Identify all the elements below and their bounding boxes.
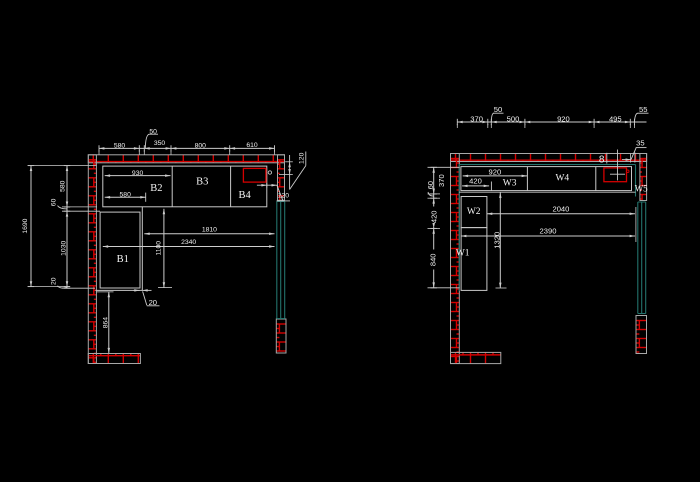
svg-text:420: 420 xyxy=(430,210,439,223)
svg-text:840: 840 xyxy=(428,253,437,266)
svg-text:1690: 1690 xyxy=(22,218,29,233)
svg-text:800: 800 xyxy=(195,143,207,150)
svg-text:864: 864 xyxy=(102,317,109,329)
svg-text:580: 580 xyxy=(114,143,126,150)
svg-text:920: 920 xyxy=(557,114,570,123)
svg-text:2340: 2340 xyxy=(181,239,196,246)
svg-text:580: 580 xyxy=(59,180,66,192)
svg-text:50: 50 xyxy=(494,105,502,114)
svg-text:120: 120 xyxy=(298,152,305,164)
svg-text:2390: 2390 xyxy=(540,227,557,236)
svg-text:B1: B1 xyxy=(117,254,129,265)
svg-text:35: 35 xyxy=(636,139,644,148)
svg-text:2040: 2040 xyxy=(552,204,569,213)
svg-text:B4: B4 xyxy=(238,190,251,201)
svg-text:60: 60 xyxy=(426,181,435,189)
svg-text:930: 930 xyxy=(132,170,144,177)
svg-text:1810: 1810 xyxy=(202,226,217,233)
svg-text:B2: B2 xyxy=(150,183,162,194)
svg-text:420: 420 xyxy=(469,176,482,185)
svg-text:580: 580 xyxy=(120,192,132,199)
svg-text:8: 8 xyxy=(599,154,605,165)
svg-text:W3: W3 xyxy=(503,179,517,189)
svg-text:610: 610 xyxy=(246,142,258,149)
svg-text:920: 920 xyxy=(489,168,502,177)
svg-text:370: 370 xyxy=(437,174,446,187)
svg-text:495: 495 xyxy=(609,114,622,123)
svg-text:1030: 1030 xyxy=(60,241,67,256)
svg-text:55: 55 xyxy=(639,105,647,114)
svg-text:350: 350 xyxy=(154,140,166,147)
svg-text:1320: 1320 xyxy=(492,232,501,249)
svg-text:W1: W1 xyxy=(456,249,470,259)
svg-text:60: 60 xyxy=(51,198,58,206)
svg-text:120: 120 xyxy=(278,192,290,199)
svg-text:1100: 1100 xyxy=(156,241,163,256)
svg-text:20: 20 xyxy=(51,277,58,285)
svg-text:W4: W4 xyxy=(555,174,569,184)
svg-text:20: 20 xyxy=(149,298,157,307)
svg-text:50: 50 xyxy=(149,128,157,135)
svg-text:B3: B3 xyxy=(196,177,208,188)
svg-text:W2: W2 xyxy=(467,207,481,217)
svg-text:370: 370 xyxy=(470,114,483,123)
svg-text:W5: W5 xyxy=(635,183,648,193)
svg-text:500: 500 xyxy=(507,114,520,123)
